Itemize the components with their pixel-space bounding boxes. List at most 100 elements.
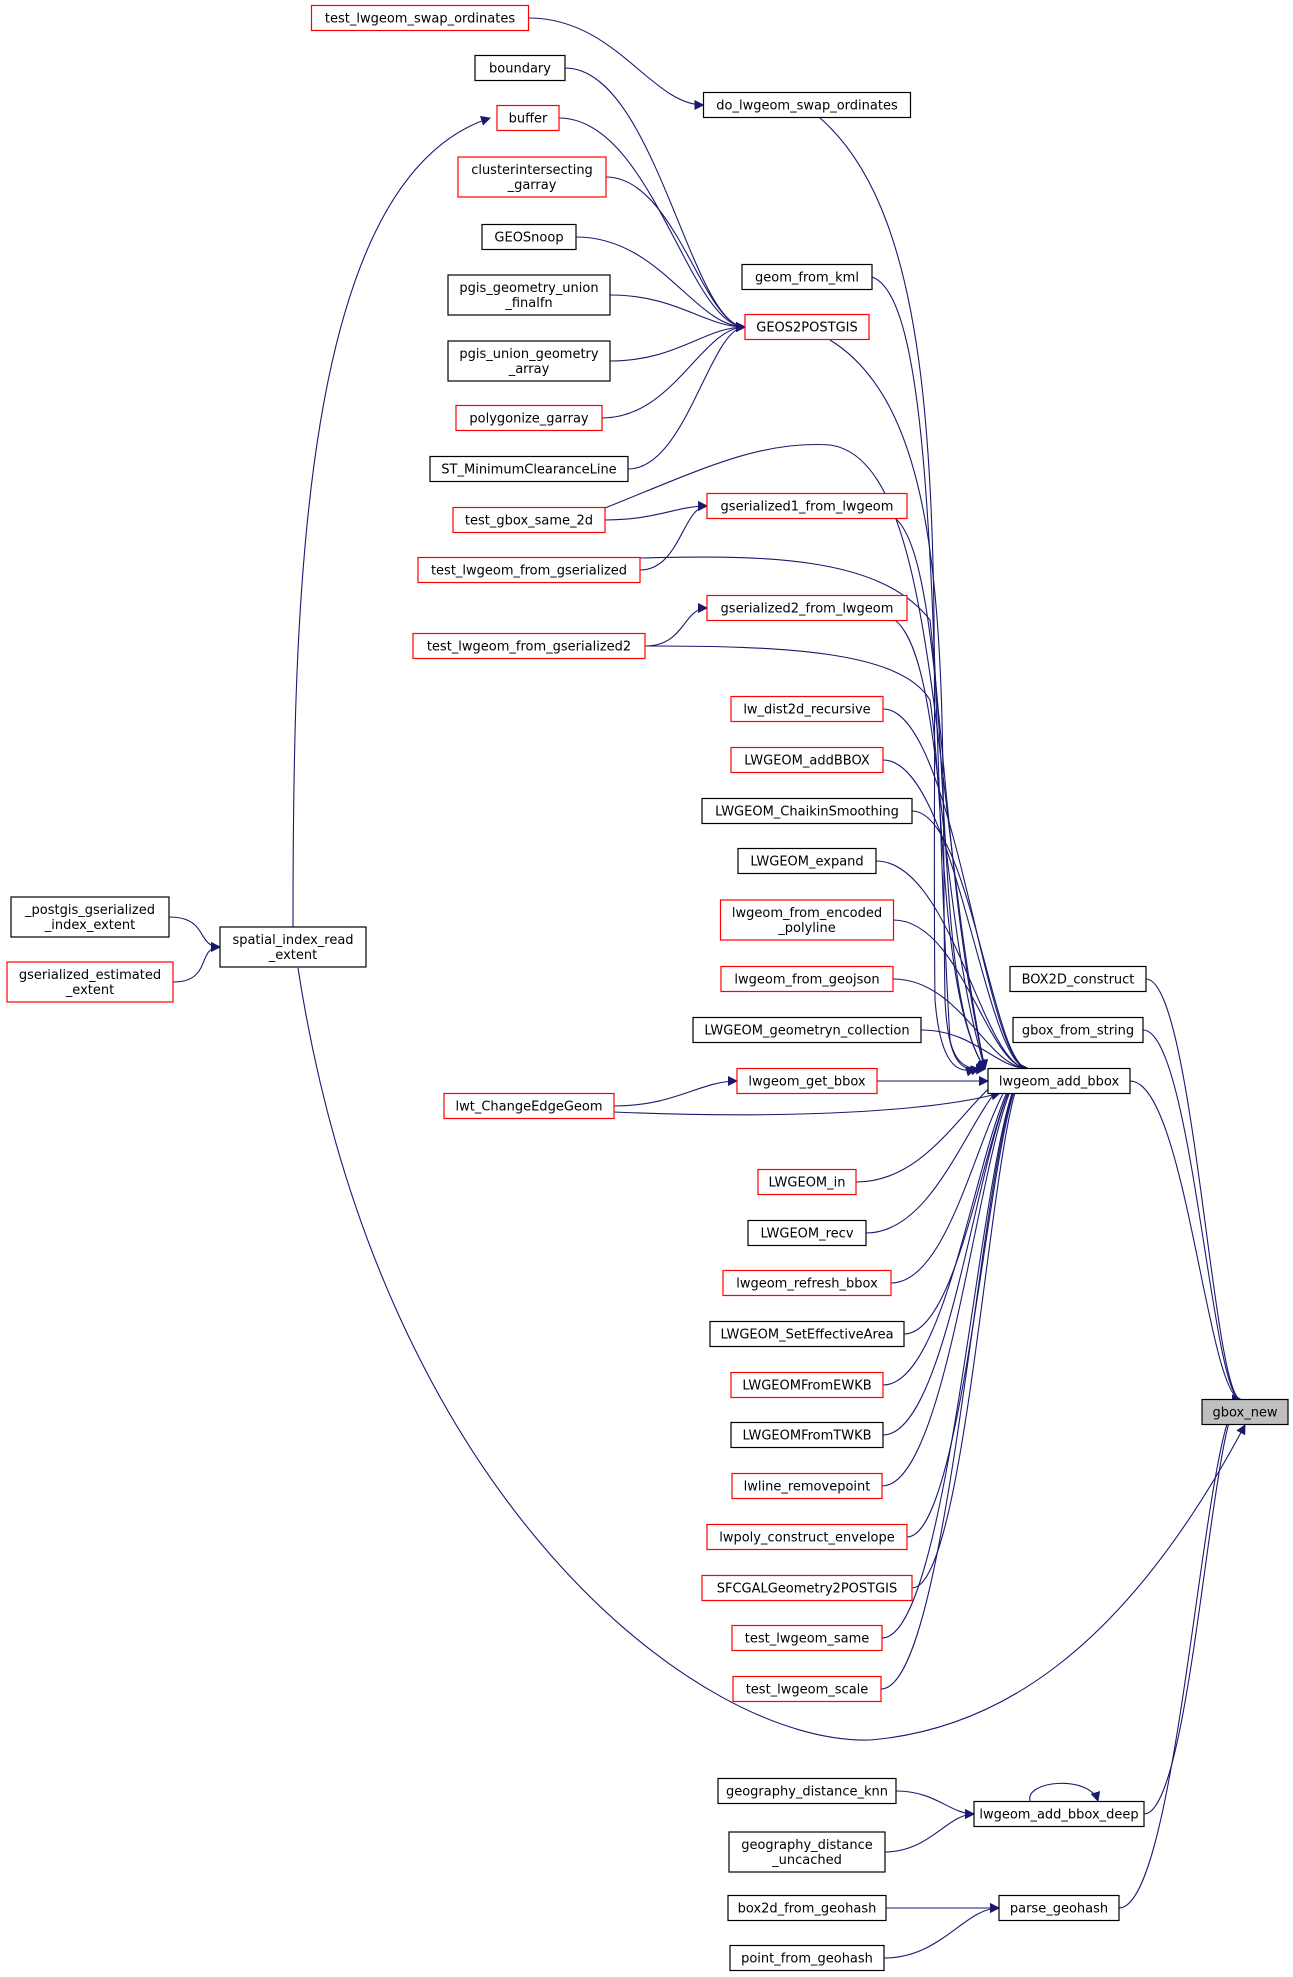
edge-clusterintersecting_garray-to-GEOS2POSTGIS: [605, 176, 746, 332]
node-lwgeom_add_bbox: lwgeom_add_bbox: [987, 1067, 1131, 1095]
node-LWGEOMFromTWKB: LWGEOMFromTWKB: [730, 1421, 884, 1449]
edge-gbox_from_string-to-gbox_new: [1142, 1029, 1242, 1405]
node-box: [720, 965, 894, 993]
node-box: [1012, 1016, 1144, 1044]
node-label: LWGEOMFromTWKB: [742, 1429, 871, 1444]
node-box: [728, 1831, 886, 1873]
edge-test_lwgeom_from_gserialized-to-lwgeom_add_bbox: [639, 556, 986, 1070]
node-lwgeom_from_encoded_polyline[interactable]: lwgeom_from_encoded_polyline: [719, 899, 895, 941]
node-box: [455, 404, 603, 432]
edge-test_gbox_same_2d-to-gserialized1_from_lwgeom: [604, 501, 708, 521]
edge-BOX2D_construct-to-gbox_new: [1145, 978, 1242, 1405]
node-gserialized1_from_lwgeom[interactable]: gserialized1_from_lwgeom: [706, 492, 908, 520]
node-label: _index_extent: [44, 918, 135, 933]
node-LWGEOM_SetEffectiveArea: LWGEOM_SetEffectiveArea: [709, 1320, 905, 1348]
node-lw_dist2d_recursive[interactable]: lw_dist2d_recursive: [730, 695, 884, 723]
node-label: lwpoly_construct_envelope: [719, 1531, 895, 1546]
node-label: lwgeom_get_bbox: [748, 1075, 866, 1090]
node-do_lwgeom_swap_ordinates: do_lwgeom_swap_ordinates: [702, 91, 912, 119]
node-box: [692, 1016, 922, 1044]
node-box: [706, 594, 908, 622]
node-box: [741, 263, 873, 291]
node-pgis_union_geometry_array: pgis_union_geometry_array: [447, 340, 611, 382]
node-box: [412, 632, 646, 660]
node-box: [736, 1067, 878, 1095]
edge-point_from_geohash-to-parse_geohash: [883, 1903, 1000, 1959]
node-gserialized_estimated_extent[interactable]: gserialized_estimated_extent: [6, 961, 174, 1003]
node-LWGEOM_geometryn_collection: LWGEOM_geometryn_collection: [692, 1016, 922, 1044]
node-label: LWGEOM_ChaikinSmoothing: [715, 805, 899, 820]
node-box: [987, 1067, 1131, 1095]
node-label: lwgeom_add_bbox: [999, 1075, 1120, 1090]
node-SFCGALGeometry2POSTGIS[interactable]: SFCGALGeometry2POSTGIS: [701, 1574, 913, 1602]
node-box: [417, 556, 641, 584]
node-label: lwgeom_add_bbox_deep: [979, 1808, 1138, 1823]
node-box: [709, 1320, 905, 1348]
node-lwpoly_construct_envelope[interactable]: lwpoly_construct_envelope: [706, 1523, 908, 1551]
node-label: spatial_index_read: [232, 933, 353, 948]
node-label: BOX2D_construct: [1022, 973, 1135, 988]
node-box: [447, 274, 611, 316]
node-test_lwgeom_from_gserialized2[interactable]: test_lwgeom_from_gserialized2: [412, 632, 646, 660]
node-box: [719, 899, 895, 941]
node-label: test_lwgeom_same: [745, 1632, 869, 1647]
node-box: [496, 104, 560, 132]
node-label: LWGEOM_expand: [750, 855, 863, 870]
edge-GEOSnoop-to-GEOS2POSTGIS: [575, 236, 746, 332]
node-box: [443, 1092, 615, 1120]
node-box: [706, 1523, 908, 1551]
node-label: polygonize_garray: [469, 412, 589, 427]
node-LWGEOM_in[interactable]: LWGEOM_in: [757, 1168, 857, 1196]
node-parse_geohash: parse_geohash: [998, 1894, 1120, 1922]
node-box: [727, 1894, 887, 1922]
node-ST_MinimumClearanceLine: ST_MinimumClearanceLine: [429, 455, 629, 483]
node-label: lw_dist2d_recursive: [743, 703, 870, 718]
node-box: [757, 1168, 857, 1196]
node-test_gbox_same_2d[interactable]: test_gbox_same_2d: [452, 506, 606, 534]
node-lwt_ChangeEdgeGeom[interactable]: lwt_ChangeEdgeGeom: [443, 1092, 615, 1120]
edge-test_lwgeom_from_gserialized2-to-gserialized2_from_lwgeom: [644, 603, 708, 647]
node-test_lwgeom_scale[interactable]: test_lwgeom_scale: [732, 1675, 882, 1703]
node-box: [729, 1944, 885, 1972]
edge-pgis_union_geometry_array-to-GEOS2POSTGIS: [609, 322, 746, 362]
node-test_lwgeom_swap_ordinates[interactable]: test_lwgeom_swap_ordinates: [310, 4, 530, 32]
node-box: [717, 1777, 897, 1805]
node-LWGEOMFromEWKB[interactable]: LWGEOMFromEWKB: [730, 1371, 884, 1399]
node-label: point_from_geohash: [741, 1952, 873, 1967]
node-box2d_from_geohash: box2d_from_geohash: [727, 1894, 887, 1922]
node-geom_from_kml: geom_from_kml: [741, 263, 873, 291]
node-polygonize_garray[interactable]: polygonize_garray: [455, 404, 603, 432]
node-label: pgis_geometry_union: [459, 281, 598, 296]
node-box: [474, 54, 566, 82]
edge-test_lwgeom_same-to-lwgeom_add_bbox: [881, 1063, 1029, 1639]
node-label: _finalfn: [504, 296, 552, 311]
node-gserialized2_from_lwgeom[interactable]: gserialized2_from_lwgeom: [706, 594, 908, 622]
node-test_lwgeom_same[interactable]: test_lwgeom_same: [731, 1624, 883, 1652]
node-lwline_removepoint[interactable]: lwline_removepoint: [731, 1472, 883, 1500]
node-LWGEOM_ChaikinSmoothing: LWGEOM_ChaikinSmoothing: [701, 797, 913, 825]
node-GEOS2POSTGIS[interactable]: GEOS2POSTGIS: [744, 313, 870, 341]
node-clusterintersecting_garray[interactable]: clusterintersecting_garray: [457, 156, 607, 198]
node-label: LWGEOM_SetEffectiveArea: [720, 1328, 893, 1343]
node-lwgeom_from_geojson[interactable]: lwgeom_from_geojson: [720, 965, 894, 993]
node-lwgeom_refresh_bbox[interactable]: lwgeom_refresh_bbox: [722, 1269, 892, 1297]
node-LWGEOM_recv: LWGEOM_recv: [747, 1219, 867, 1247]
node-label: ST_MinimumClearanceLine: [441, 463, 616, 478]
node-pgis_geometry_union_finalfn: pgis_geometry_union_finalfn: [447, 274, 611, 316]
node-lwgeom_get_bbox[interactable]: lwgeom_get_bbox: [736, 1067, 878, 1095]
node-box: [706, 492, 908, 520]
node-label: lwgeom_from_encoded: [732, 906, 882, 921]
node-box: [701, 797, 913, 825]
node-test_lwgeom_from_gserialized[interactable]: test_lwgeom_from_gserialized: [417, 556, 641, 584]
node-geography_distance_uncached: geography_distance_uncached: [728, 1831, 886, 1873]
node-box: [744, 313, 870, 341]
node-label: LWGEOM_in: [769, 1176, 846, 1191]
node-buffer[interactable]: buffer: [496, 104, 560, 132]
edge-test_lwgeom_from_gserialized2-to-lwgeom_add_bbox: [644, 645, 986, 1070]
node-box: [452, 506, 606, 534]
node-label: boundary: [489, 62, 551, 77]
node-LWGEOM_addBBOX[interactable]: LWGEOM_addBBOX: [730, 746, 884, 774]
node-box: [737, 847, 877, 875]
node-label: _polyline: [777, 921, 835, 936]
